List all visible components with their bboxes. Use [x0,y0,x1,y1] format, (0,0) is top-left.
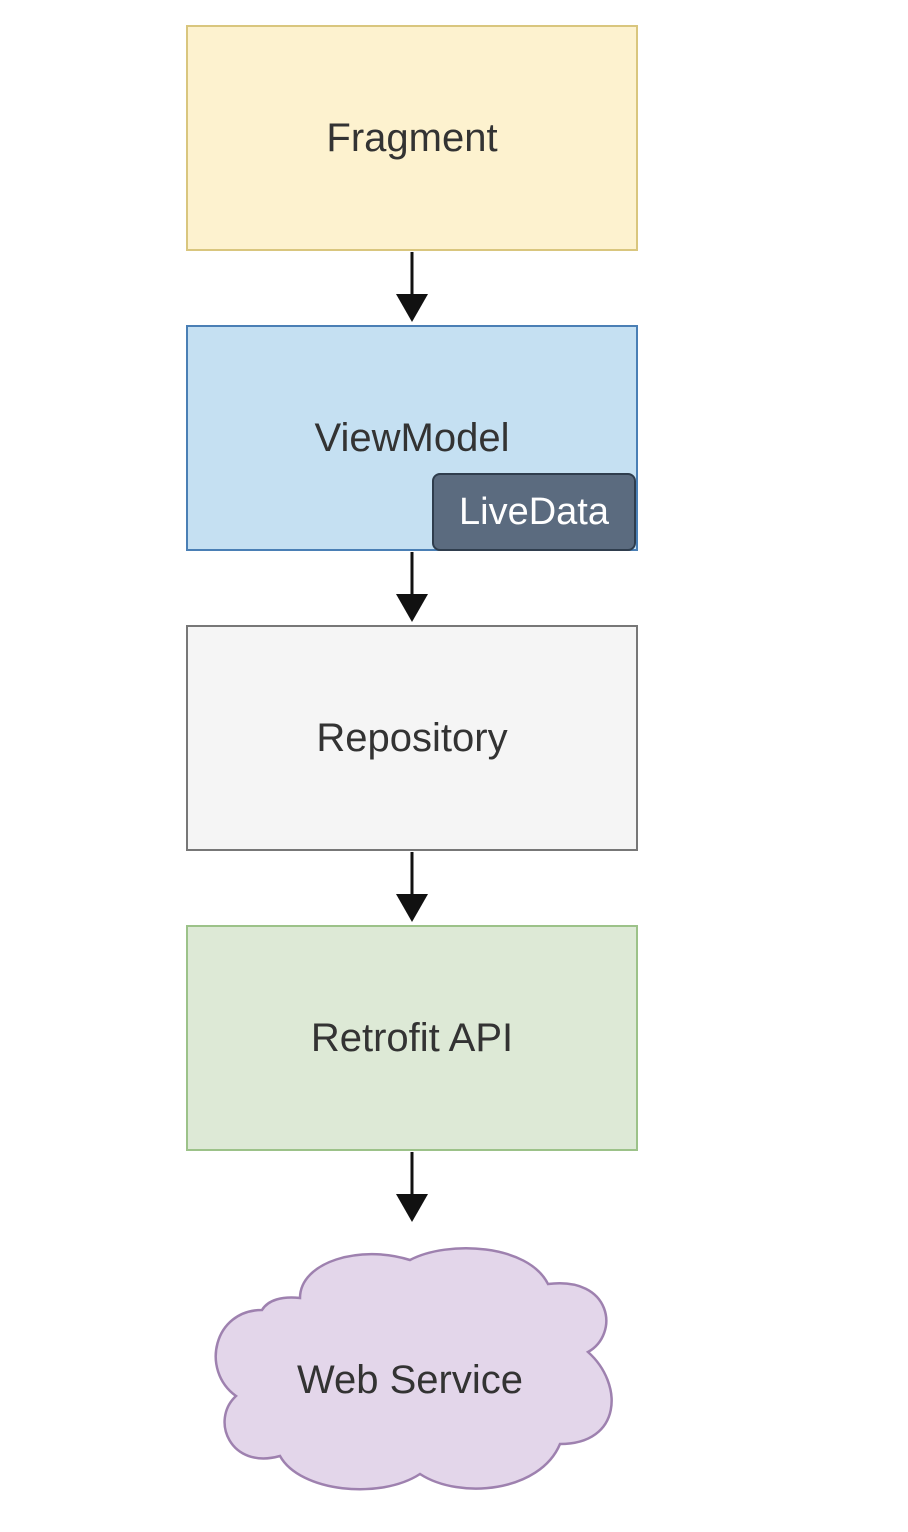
livedata-label: LiveData [459,490,609,533]
viewmodel-node: ViewModel LiveData [186,325,638,551]
repository-label: Repository [316,715,508,760]
arrow-retrofit-to-webservice [396,1152,428,1222]
cloud-shape [214,1247,613,1491]
retrofit-api-node: Retrofit API [186,925,638,1151]
web-service-label: Web Service [296,1357,523,1402]
retrofit-api-label: Retrofit API [310,1015,514,1060]
arrow-viewmodel-to-repository [396,552,428,622]
livedata-badge: LiveData [432,473,636,551]
repository-node: Repository [186,625,638,851]
arrow-repository-to-retrofit [396,852,428,922]
fragment-label: Fragment [326,115,498,160]
arrow-fragment-to-viewmodel [396,252,428,322]
viewmodel-label: ViewModel [314,415,510,460]
fragment-node: Fragment [186,25,638,251]
